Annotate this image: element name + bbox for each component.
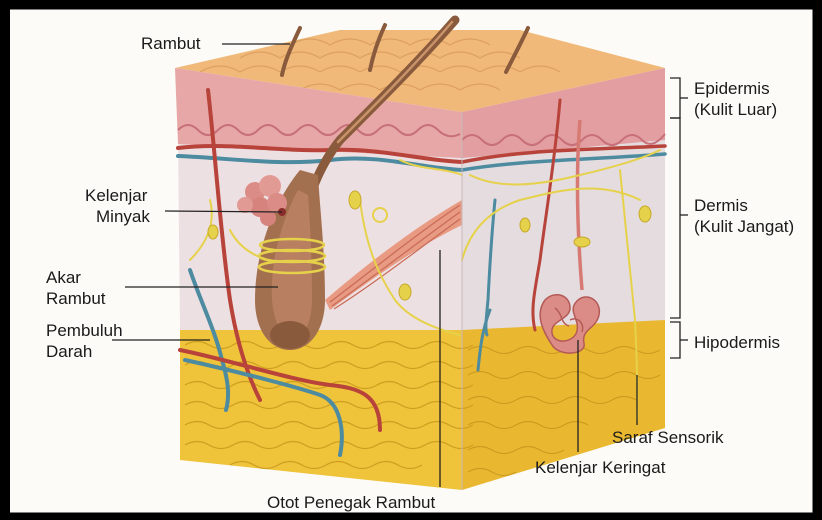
label-rambut: Rambut [141, 34, 201, 54]
label-epidermis-line2: (Kulit Luar) [694, 100, 777, 120]
label-kelenjar-minyak-line2: Minyak [96, 207, 150, 227]
label-kelenjar-minyak-line1: Kelenjar [85, 186, 147, 206]
label-hipodermis: Hipodermis [694, 333, 780, 353]
label-otot-penegak-rambut: Otot Penegak Rambut [267, 493, 435, 513]
label-pembuluh-darah-line2: Darah [46, 342, 92, 362]
label-dermis-line2: (Kulit Jangat) [694, 217, 794, 237]
label-kelenjar-keringat: Kelenjar Keringat [535, 458, 665, 478]
label-dermis-line1: Dermis [694, 196, 748, 216]
label-saraf-sensorik: Saraf Sensorik [612, 428, 724, 448]
label-akar-rambut-line2: Rambut [46, 289, 106, 309]
label-pembuluh-darah-line1: Pembuluh [46, 321, 123, 341]
label-epidermis-line1: Epidermis [694, 79, 770, 99]
hair-bulb [270, 321, 310, 349]
label-akar-rambut-line1: Akar [46, 268, 81, 288]
